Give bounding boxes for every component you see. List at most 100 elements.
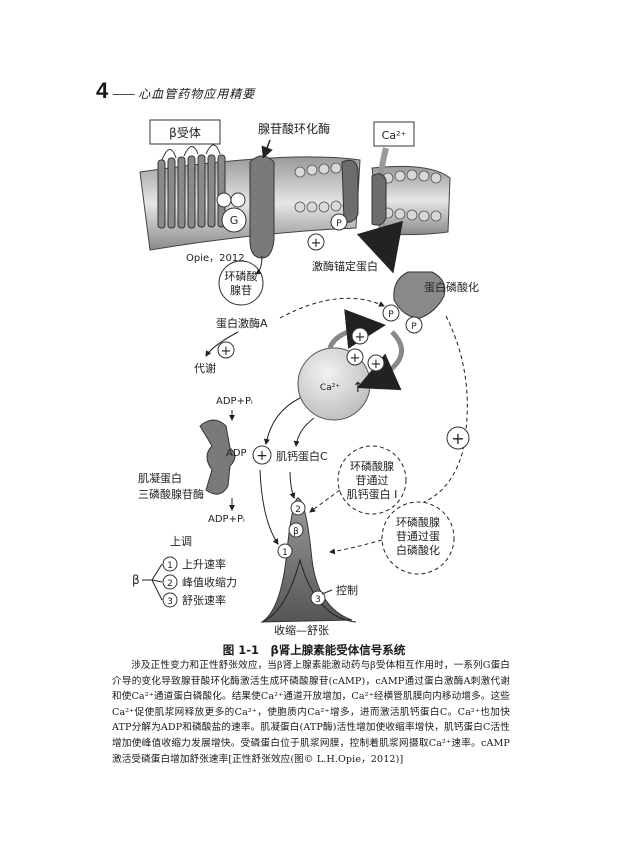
cyclase-pointer xyxy=(261,139,273,159)
control-label: 控制 xyxy=(336,583,358,597)
circle2-line1: 环磷酸腺 xyxy=(396,515,440,529)
baseline-curve xyxy=(261,558,357,623)
legend-item-3: 舒张速率 xyxy=(182,593,226,607)
g-protein xyxy=(221,207,247,233)
sr-release-arrow xyxy=(356,330,404,391)
ca-channel xyxy=(341,159,359,223)
legend-beta: β xyxy=(132,573,140,587)
ca-channel-label: Ca²⁺ xyxy=(368,238,388,248)
pka-to-plb-arrow xyxy=(279,297,385,319)
ca-to-troponin-arrow xyxy=(293,417,315,447)
receptor-loops xyxy=(161,144,221,161)
upregulation-label: 上调 xyxy=(170,535,192,548)
plus-sr-1-sign: + xyxy=(355,330,366,345)
legend-marker-2-label: 2 xyxy=(167,579,173,589)
beta-receptor-label: β受体 xyxy=(169,126,201,140)
contraction-relax-label: 收缩—舒张 xyxy=(274,623,329,637)
adp-pi-top: ADP+Pᵢ xyxy=(216,396,253,407)
atpase-to-peak-arrow xyxy=(259,469,279,545)
troponin-c-label: 肌钙蛋白C xyxy=(276,449,328,463)
g-protein-label: G xyxy=(230,214,239,227)
plus-sr-1 xyxy=(351,327,369,345)
plb-phosphate-2 xyxy=(405,316,423,334)
page-header: 4 —— 心血管药物应用精要 xyxy=(96,78,255,104)
plb-phosphate-2-label: P xyxy=(411,322,417,332)
camp-circle xyxy=(218,260,264,306)
peak-marker-beta xyxy=(288,522,304,538)
adp-pi-bottom: ADP+Pᵢ xyxy=(208,514,245,525)
ca-intracellular-label: Ca²⁺ xyxy=(320,383,340,393)
circle2-line2: 苷通过蛋 xyxy=(396,529,440,543)
page-number: 4 xyxy=(96,78,109,103)
contraction-peak xyxy=(260,497,353,623)
sr-uptake-arrow xyxy=(327,309,386,350)
ca-extracellular-label: Ca²⁺ xyxy=(382,129,407,142)
circle1-line2: 苷通过 xyxy=(356,473,389,487)
plus-troponin xyxy=(252,445,272,465)
ca-to-atpase-arrow xyxy=(263,397,301,445)
circle1-line3: 肌钙蛋白 I xyxy=(347,487,398,501)
phosphorylation-dashed-loop xyxy=(405,315,468,511)
figure-caption-body: 涉及正性变力和正性舒张效应，当β肾上腺素能激动药与β受体相互作用时，一系列G蛋白… xyxy=(112,660,510,765)
g-subunit-1 xyxy=(216,192,232,208)
plus-troponin-sign: + xyxy=(256,448,268,464)
plus-sr-3-sign: + xyxy=(371,357,382,372)
adenylate-cyclase-label: 腺苷酸环化酶 xyxy=(258,121,330,136)
g-subunit-2 xyxy=(230,192,246,208)
plus-anchor-sign: + xyxy=(311,236,322,251)
signaling-diagram: β受体 腺苷酸环化酶 Ca²⁺ Ca²⁺ G P + Opie，2012 激酶锚… xyxy=(132,119,479,637)
troponin-to-peak-arrow xyxy=(289,471,296,499)
peak-marker-1-label: 1 xyxy=(282,548,288,558)
anchor-protein-label: 激酶锚定蛋白 xyxy=(312,259,378,273)
atpase-line2: 三磷酸腺苷酶 xyxy=(138,487,204,501)
metabolism-label: 代谢 xyxy=(194,361,216,375)
plus-right xyxy=(446,426,470,450)
phospholamban-label: 蛋白磷酸化 xyxy=(424,280,479,294)
plb-phosphate-1-label: P xyxy=(388,310,394,320)
header-separator: —— xyxy=(112,87,135,101)
ca-up-arrow: ↑ xyxy=(352,380,364,396)
beta-receptor-box xyxy=(149,119,221,145)
atpase-line1: 肌凝蛋白 xyxy=(138,471,182,485)
peak-marker-3 xyxy=(310,590,326,606)
circle1-line1: 环磷酸腺 xyxy=(350,459,394,473)
camp-troponin-circle xyxy=(337,445,407,515)
adenylate-cyclase xyxy=(249,155,275,259)
control-pointer xyxy=(321,589,333,595)
legend-marker-1 xyxy=(162,556,178,572)
pka-label: 蛋白激酶A xyxy=(216,316,268,330)
plus-sr-2 xyxy=(346,348,364,366)
opie-credit: Opie，2012 xyxy=(186,253,245,264)
phospholamban-protein xyxy=(393,271,446,319)
plus-sr-2-sign: + xyxy=(350,351,361,366)
peak-marker-2 xyxy=(290,500,306,516)
plus-right-sign: + xyxy=(451,429,464,448)
circle2-to-peak-arrow xyxy=(329,539,383,555)
camp-line2: 腺苷 xyxy=(230,283,252,297)
circle2-line3: 白磷酸化 xyxy=(396,543,440,557)
cyclase-to-camp-arrow xyxy=(255,255,263,275)
myosin-atpase xyxy=(199,419,236,495)
legend-marker-3 xyxy=(162,592,178,608)
peak-marker-2-label: 2 xyxy=(295,505,301,515)
plus-metabolism xyxy=(217,341,235,359)
plus-sr-3 xyxy=(367,354,385,372)
peak-marker-3-label: 3 xyxy=(315,595,321,605)
circle1-to-peak-arrow xyxy=(309,489,341,513)
peak-marker-1 xyxy=(277,543,293,559)
pka-to-metabolism-arrow xyxy=(205,331,239,357)
legend-marker-1-label: 1 xyxy=(167,561,173,571)
legend-bracket xyxy=(142,563,163,601)
peak-marker-beta-label: β xyxy=(293,527,299,537)
legend-item-1: 上升速率 xyxy=(182,557,226,571)
camp-phosphorylation-circle xyxy=(381,501,455,575)
ca-channel-right xyxy=(371,173,387,226)
legend-item-2: 峰值收缩力 xyxy=(182,575,237,589)
plus-anchor xyxy=(307,233,325,251)
beta-receptor-helices xyxy=(157,154,226,229)
book-title: 心血管药物应用精要 xyxy=(138,87,256,101)
adp-label: ADP xyxy=(226,448,247,459)
plus-metabolism-sign: + xyxy=(221,344,232,359)
legend-marker-2 xyxy=(162,574,178,590)
camp-line1: 环磷酸 xyxy=(225,269,258,283)
